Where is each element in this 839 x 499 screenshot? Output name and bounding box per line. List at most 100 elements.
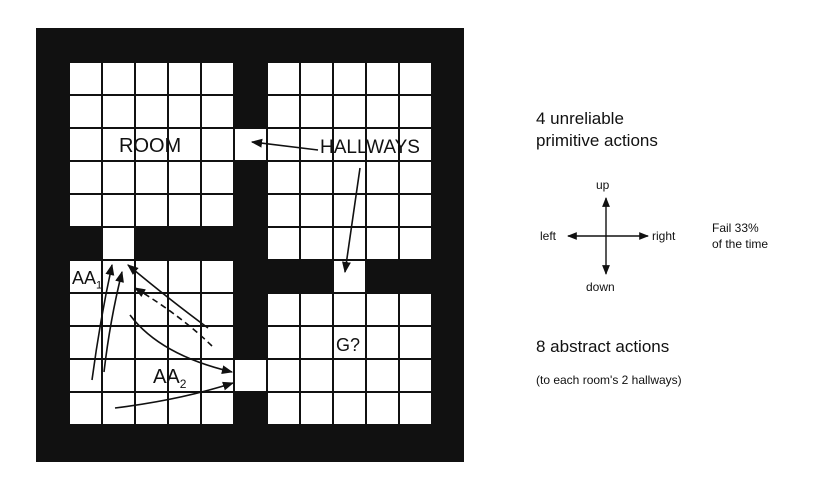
room-bottom-right-cell (268, 393, 299, 424)
room-bottom-right-cell (334, 360, 365, 391)
compass-left-label: left (540, 229, 557, 243)
compass-right-label: right (652, 229, 676, 243)
arrow-to-aa1 (127, 264, 209, 329)
room-top-right-cell (334, 96, 365, 127)
grid-cells (70, 63, 431, 424)
room-top-right-cell (367, 96, 398, 127)
room-top-right-cell (268, 228, 299, 259)
room-top-right-cell (367, 195, 398, 226)
room-bottom-right-cell (367, 327, 398, 358)
room-top-right-cell (367, 162, 398, 193)
room-bottom-right-cell (334, 327, 365, 358)
room-top-left-cell (202, 63, 233, 94)
hallways-label: HALLWAYS (320, 137, 420, 158)
room-bottom-left-cell (202, 393, 233, 424)
room-top-left-cell (202, 96, 233, 127)
trajectory-arrows (91, 138, 361, 409)
room-bottom-right-cell (301, 360, 332, 391)
room-top-right-cell (301, 162, 332, 193)
room-bottom-left-cell (136, 327, 167, 358)
arrow-aa1-up-right (103, 270, 124, 373)
room-top-right-cell (400, 63, 431, 94)
arrow-hallways-to-room (250, 138, 319, 151)
room-top-left-cell (136, 129, 167, 160)
hallway-right (334, 261, 365, 292)
room-bottom-left-cell (70, 393, 101, 424)
room-top-left-cell (70, 96, 101, 127)
room-top-left-cell (169, 195, 200, 226)
room-bottom-left-cell (136, 261, 167, 292)
room-top-right-cell (400, 228, 431, 259)
abstract-title: 8 abstract actions (536, 337, 670, 356)
room-top-left-cell (103, 63, 134, 94)
hallway-top (235, 129, 266, 160)
abstract-note: (to each room's 2 hallways) (536, 373, 682, 387)
room-top-right-cell (301, 195, 332, 226)
room-bottom-right-cell (334, 294, 365, 325)
arrow-aa1-up-left (91, 263, 115, 381)
room-bottom-right-cell (268, 327, 299, 358)
room-top-right-cell (268, 96, 299, 127)
room-bottom-left-cell (169, 327, 200, 358)
room-top-right-cell (400, 96, 431, 127)
room-top-right-cell (367, 228, 398, 259)
abstract-action-2-subscript: 2 (179, 377, 187, 391)
room-top-left-cell (169, 162, 200, 193)
abstract-action-2-label: AA2 (153, 366, 186, 391)
room-bottom-right-cell (334, 393, 365, 424)
room-top-left-cell (136, 96, 167, 127)
room-bottom-right-cell (400, 327, 431, 358)
hallway-left (103, 228, 134, 259)
room-top-left-cell (70, 129, 101, 160)
room-bottom-left-cell (103, 393, 134, 424)
room-bottom-left-cell (103, 294, 134, 325)
room-top-left-cell (136, 195, 167, 226)
room-top-left-cell (202, 195, 233, 226)
abstract-action-1-subscript: 1 (96, 279, 103, 292)
room-bottom-right-cell (400, 393, 431, 424)
room-bottom-left-cell (136, 360, 167, 391)
primitive-title-line2: primitive actions (536, 131, 658, 150)
room-top-right-cell (268, 195, 299, 226)
fail-line2: of the time (712, 237, 769, 251)
abstract-action-1-label: AA1 (72, 268, 102, 292)
room-bottom-right-cell (301, 393, 332, 424)
room-top-left-cell (70, 195, 101, 226)
room-top-right-cell (301, 96, 332, 127)
room-bottom-left-cell (70, 360, 101, 391)
room-bottom-left-cell (103, 360, 134, 391)
room-top-left-cell (202, 129, 233, 160)
room-top-left-cell (169, 96, 200, 127)
room-top-right-cell (268, 63, 299, 94)
room-top-right-cell (301, 129, 332, 160)
room-bottom-left-cell (70, 261, 101, 292)
room-bottom-left-cell (169, 261, 200, 292)
room-top-left-cell (103, 195, 134, 226)
room-top-right-cell (367, 129, 398, 160)
room-top-right-cell (268, 162, 299, 193)
room-bottom-right-cell (367, 393, 398, 424)
room-top-right-cell (334, 162, 365, 193)
room-top-right-cell (400, 129, 431, 160)
room-top-left-cell (136, 162, 167, 193)
room-bottom-left-cell (169, 360, 200, 391)
arrow-aa2-from-room (129, 314, 234, 375)
room-bottom-left-cell (202, 327, 233, 358)
arrow-aa2-bottom (114, 381, 235, 409)
compass-up-label: up (596, 178, 610, 192)
room-top-right-cell (400, 162, 431, 193)
abstract-action-2-text: AA (153, 366, 180, 388)
room-bottom-left-cell (136, 294, 167, 325)
room-bottom-left-cell (136, 393, 167, 424)
room-label: ROOM (119, 135, 182, 157)
room-top-left-cell (169, 129, 200, 160)
fail-line1: Fail 33% (712, 221, 759, 235)
room-top-right-cell (301, 228, 332, 259)
primitive-title-line1: 4 unreliable (536, 109, 624, 128)
room-top-left-cell (103, 162, 134, 193)
room-bottom-left-cell (202, 294, 233, 325)
room-top-left-cell (70, 162, 101, 193)
room-bottom-left-cell (202, 261, 233, 292)
room-bottom-left-cell (70, 294, 101, 325)
room-top-right-cell (301, 63, 332, 94)
